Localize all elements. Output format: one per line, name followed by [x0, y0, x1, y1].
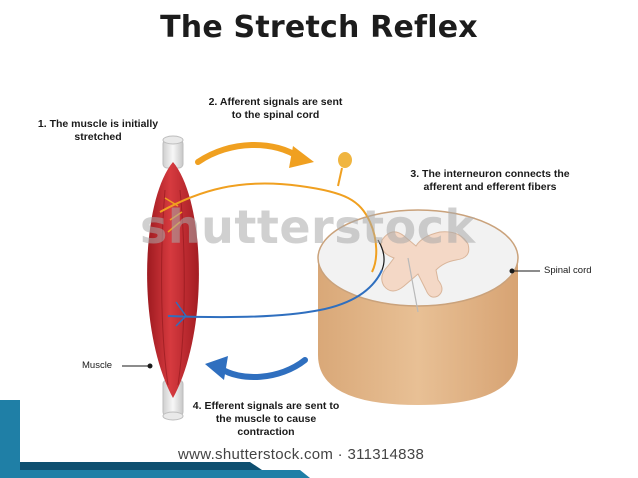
corner-decoration	[0, 400, 310, 478]
efferent-arrow	[205, 356, 308, 380]
muscle-label: Muscle	[82, 360, 113, 371]
spinal-cord-label: Spinal cord	[544, 265, 592, 276]
step-1-label: 1. The muscle is initially stretched	[37, 118, 159, 143]
watermark: shutterstock	[140, 200, 476, 254]
spinal-cord	[317, 209, 519, 405]
step-4-label: 4. Efferent signals are sent to the musc…	[192, 400, 340, 438]
stock-id-caption: www.shutterstock.com · 311314838	[178, 446, 425, 463]
afferent-arrow	[195, 141, 314, 168]
muscle	[147, 135, 199, 421]
page-title: The Stretch Reflex	[160, 10, 478, 45]
afferent-fiber	[159, 152, 378, 273]
efferent-fiber	[167, 239, 385, 327]
step-2-label: 2. Afferent signals are sent to the spin…	[208, 96, 343, 121]
leader-lines	[122, 268, 540, 369]
step-3-label: 3. The interneuron connects the afferent…	[410, 168, 570, 193]
